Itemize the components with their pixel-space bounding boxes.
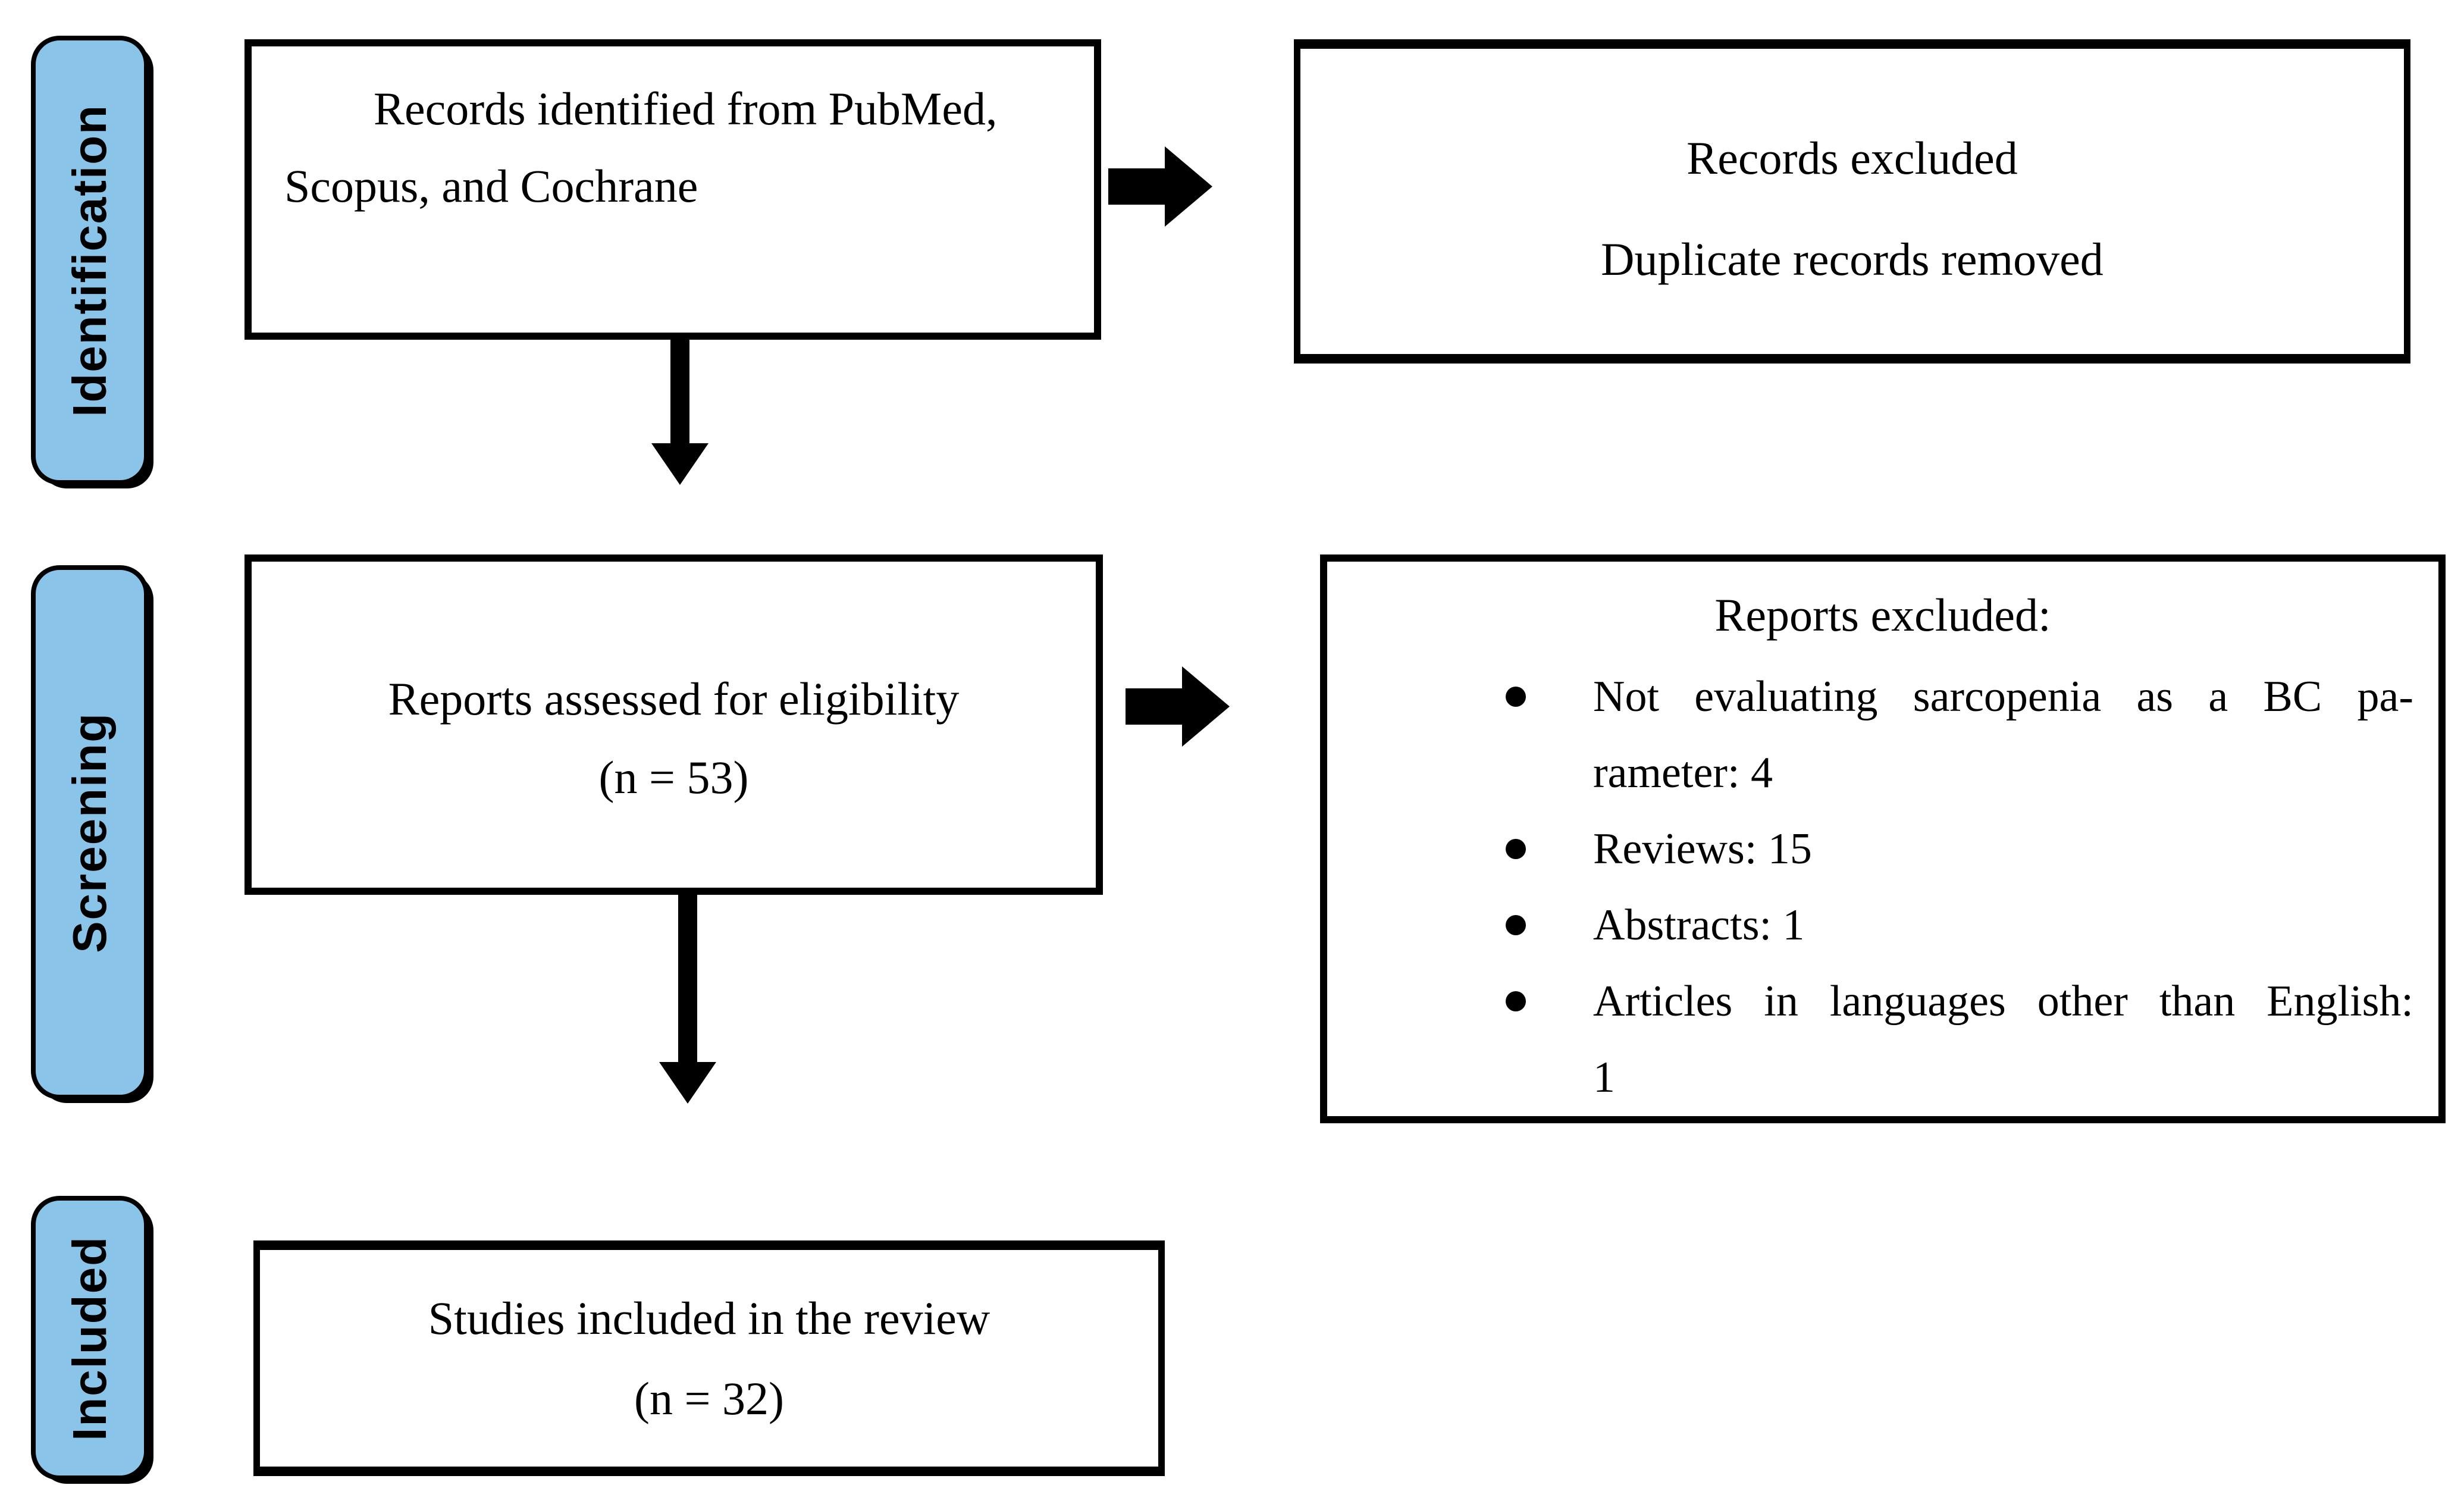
records-identified-line-1: Records identified from PubMed, bbox=[374, 83, 998, 134]
exclusion-reason-3: Abstracts: 1 bbox=[1593, 901, 1805, 950]
records-excluded-line-1: Records excluded bbox=[1686, 132, 2018, 184]
arrow-right-icon bbox=[1126, 666, 1230, 747]
exclusion-reason-1-line-2: rameter: 4 bbox=[1593, 748, 1773, 797]
list-item: Abstracts: 1 bbox=[1506, 887, 2413, 963]
bullet-icon bbox=[1506, 839, 1526, 859]
studies-included-line-2: (n = 32) bbox=[634, 1373, 784, 1424]
list-item: Reviews: 15 bbox=[1506, 811, 2413, 887]
bullet-icon bbox=[1506, 991, 1526, 1011]
exclusion-reason-2: Reviews: 15 bbox=[1593, 825, 1812, 873]
box-reports-excluded: Reports excluded: Not evaluating sarcope… bbox=[1320, 554, 2446, 1123]
exclusion-reasons-list: Not evaluating sarcopenia as a BC pa- ra… bbox=[1327, 659, 2438, 1116]
box-studies-included: Studies included in the review (n = 32) bbox=[253, 1240, 1165, 1476]
arrow-right-icon bbox=[1108, 146, 1212, 227]
reports-assessed-line-1: Reports assessed for eligibility bbox=[388, 672, 960, 725]
arrow-down-icon bbox=[659, 891, 716, 1104]
stage-label-screening: Screening bbox=[31, 565, 149, 1099]
list-item: Not evaluating sarcopenia as a BC pa- ra… bbox=[1506, 659, 2413, 811]
stage-label-screening-text: Screening bbox=[63, 712, 116, 953]
arrow-down-icon bbox=[651, 339, 709, 485]
studies-included-line-1: Studies included in the review bbox=[428, 1292, 990, 1344]
records-excluded-line-2: Duplicate records removed bbox=[1601, 233, 2104, 285]
stage-label-identification: Identification bbox=[31, 36, 149, 485]
records-identified-line-2: Scopus, and Cochrane bbox=[284, 160, 698, 212]
exclusion-reason-1-line-1: Not evaluating sarcopenia as a BC pa- bbox=[1593, 672, 2413, 721]
exclusion-reason-4-line-2: 1 bbox=[1593, 1053, 1615, 1102]
box-records-identified: Records identified from PubMed, Scopus, … bbox=[244, 39, 1101, 340]
bullet-icon bbox=[1506, 687, 1526, 707]
reports-excluded-title: Reports excluded: bbox=[1714, 589, 2051, 641]
reports-assessed-line-2: (n = 53) bbox=[598, 751, 749, 803]
exclusion-reason-4-line-1: Articles in languages other than English… bbox=[1593, 977, 2413, 1026]
bullet-icon bbox=[1506, 915, 1526, 935]
stage-label-included: Included bbox=[31, 1196, 149, 1480]
box-reports-assessed: Reports assessed for eligibility (n = 53… bbox=[244, 554, 1103, 895]
stage-label-included-text: Included bbox=[63, 1235, 116, 1441]
stage-label-identification-text: Identification bbox=[63, 104, 116, 417]
list-item: Articles in languages other than English… bbox=[1506, 963, 2413, 1116]
box-records-excluded: Records excluded Duplicate records remov… bbox=[1294, 39, 2410, 364]
